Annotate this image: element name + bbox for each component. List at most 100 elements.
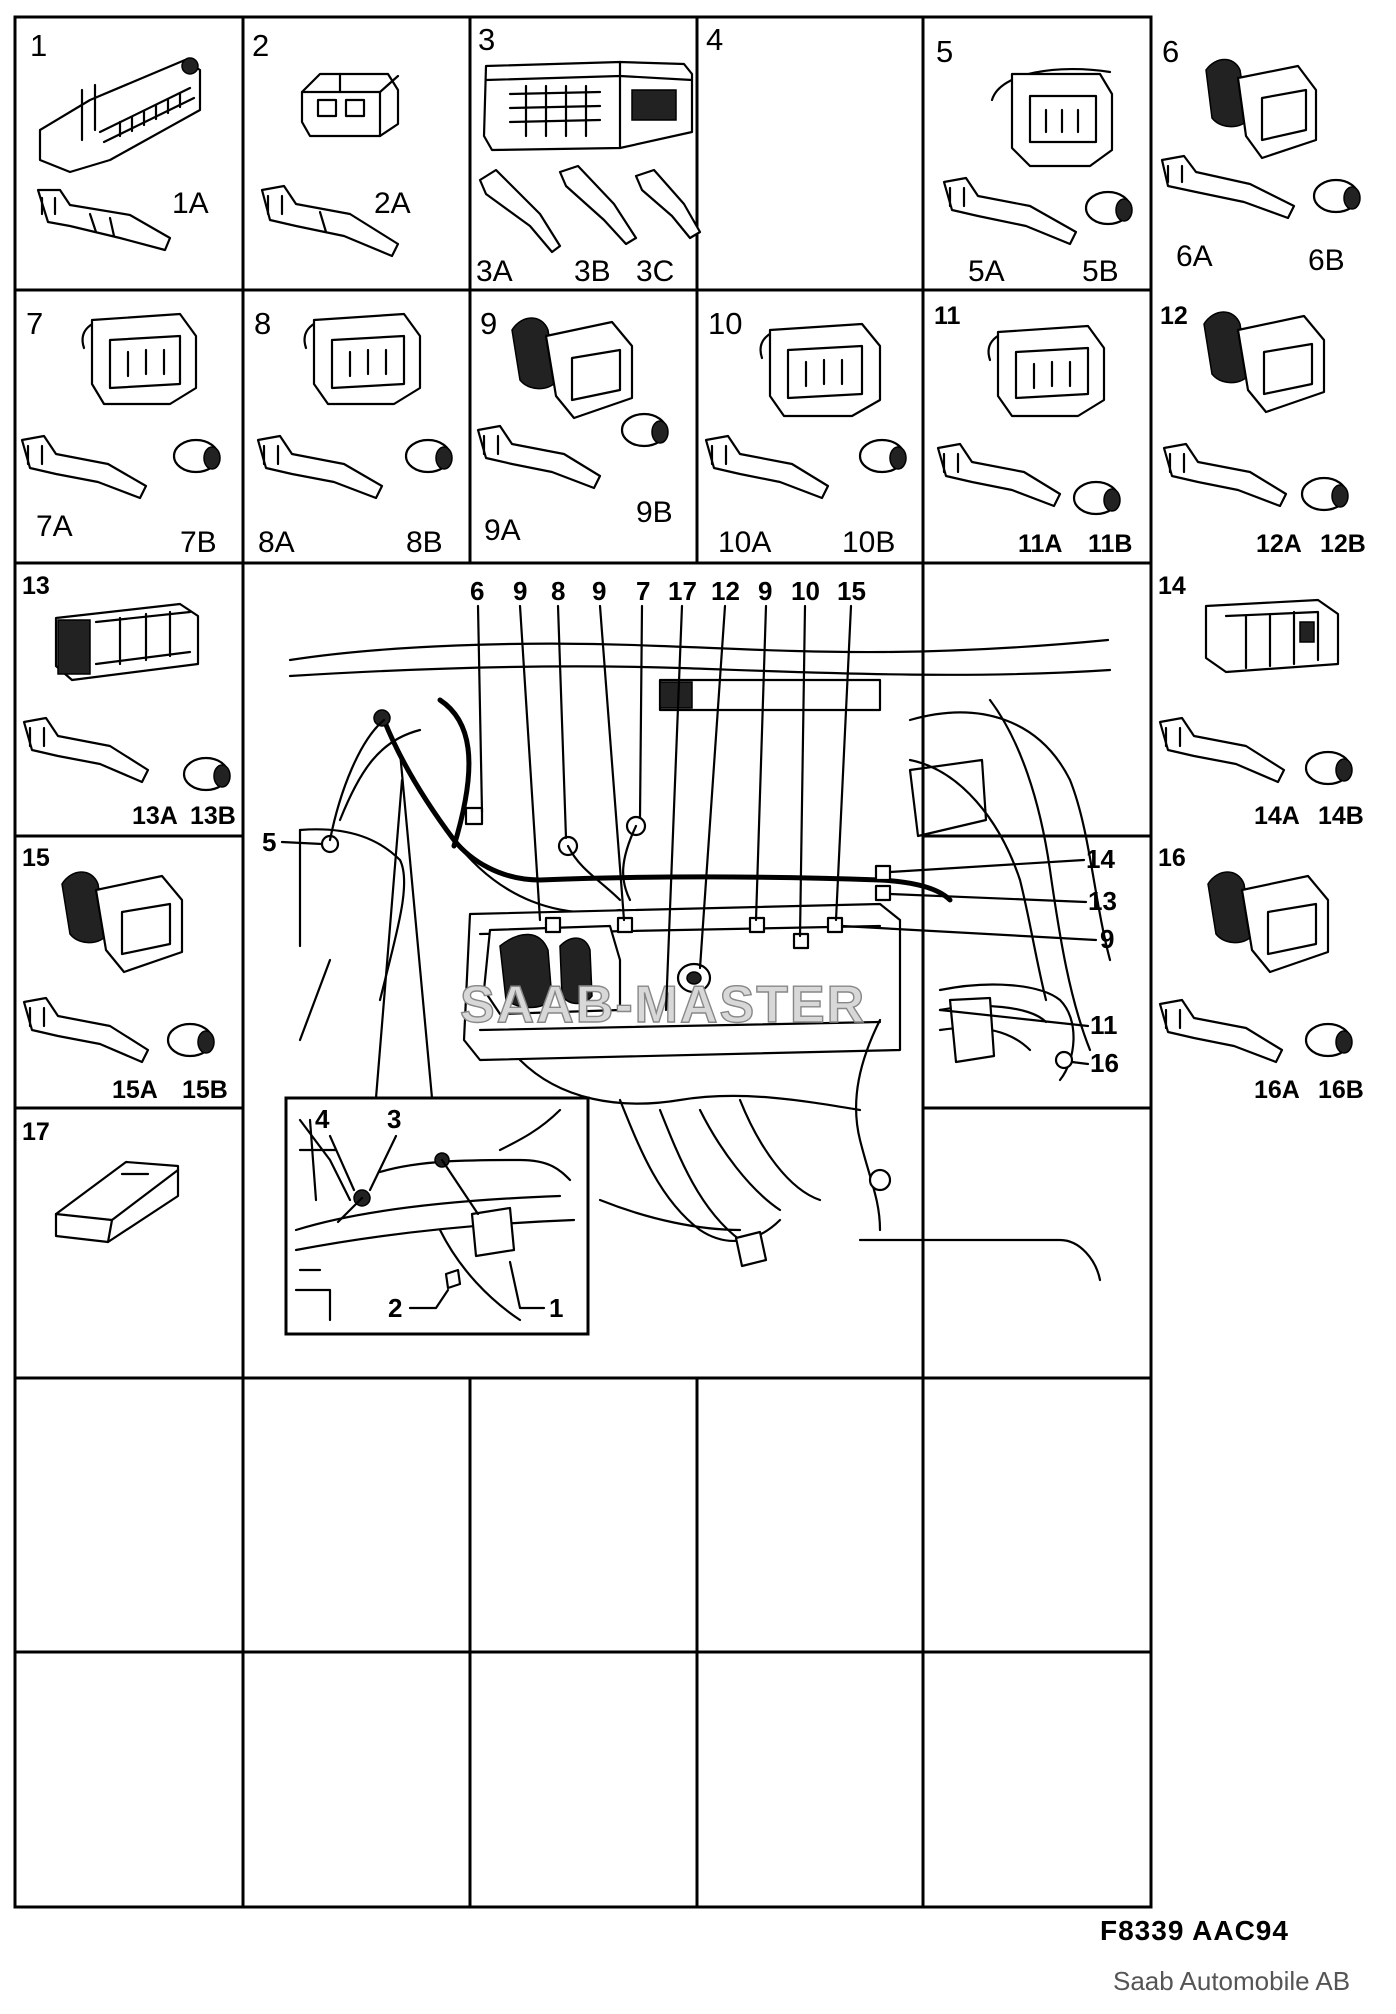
cell-3: 3 3A 3B 3C (476, 22, 702, 288)
terminals-3abc-icon (478, 164, 702, 254)
rectangular-connector-icon (54, 602, 200, 682)
blade-fuse-icon (54, 1160, 180, 1244)
cell-14: 14 14A 14B (1158, 572, 1364, 830)
cell-14-sub-14a: 14A (1254, 802, 1300, 830)
small-connector-icon (300, 72, 400, 138)
cell-13-sub-13b: 13B (190, 802, 236, 830)
cell-5: 5 5A 5B (936, 34, 1133, 288)
callout-top-9b: 9 (592, 576, 606, 606)
cell-6-number: 6 (1162, 34, 1179, 69)
top-callouts: 6 9 8 9 7 17 12 9 10 15 (470, 576, 866, 1012)
cell-13: 13 13A 13B (22, 572, 236, 830)
terminal-13a-icon (22, 716, 150, 784)
sealed-plug-icon (511, 317, 634, 420)
cell-5-sub-5a: 5A (968, 255, 1005, 288)
terminal-7a-icon (20, 434, 148, 500)
rectangular-connector-icon (1204, 598, 1340, 674)
callout-top-9a: 9 (513, 576, 527, 606)
seal-12b-icon (1300, 476, 1349, 512)
cell-10: 10 10A 10B (704, 306, 907, 559)
cell-16: 16 16A 16B (1158, 844, 1364, 1104)
cell-6-sub-6b: 6B (1308, 244, 1345, 277)
cell-15-sub-15b: 15B (182, 1076, 228, 1104)
terminal-9a-icon (476, 424, 602, 490)
cell-11: 11 11A 11B (934, 302, 1132, 558)
terminal-8a-icon (256, 434, 384, 500)
cell-16-sub-16b: 16B (1318, 1076, 1364, 1104)
seal-14b-icon (1304, 750, 1353, 786)
seal-11b-icon (1072, 480, 1121, 516)
cell-8-sub-8b: 8B (406, 526, 443, 559)
seal-13b-icon (182, 756, 231, 792)
terminal-2a-icon (260, 184, 400, 258)
cell-9-sub-9a: 9A (484, 514, 521, 547)
callout-top-12: 12 (711, 576, 740, 606)
cell-2-number: 2 (252, 28, 269, 63)
engine-bay-illustration: 4 3 2 1 SAAB-MASTER 6 9 8 9 7 17 12 9 10… (262, 576, 1119, 1336)
callout-right-11: 11 (1090, 1010, 1118, 1040)
multipin-plug-icon (759, 322, 882, 418)
cell-15-number: 15 (22, 844, 50, 872)
cell-13-number: 13 (22, 572, 50, 600)
fuse-block-connector-icon (482, 60, 694, 152)
publisher-credit: Saab Automobile AB (1113, 1966, 1351, 1996)
cell-10-sub-10a: 10A (718, 526, 771, 559)
cell-7-sub-7b: 7B (180, 526, 217, 559)
cell-3-sub-3a: 3A (476, 255, 513, 288)
terminal-6a-icon (1160, 154, 1296, 220)
cell-7-number: 7 (26, 306, 43, 341)
callout-top-17: 17 (668, 576, 697, 606)
cell-11-number: 11 (934, 302, 961, 330)
cell-17: 17 (22, 1118, 180, 1244)
cell-5-sub-5b: 5B (1082, 255, 1119, 288)
multipin-plug-icon (987, 324, 1106, 418)
seal-9b-icon (620, 412, 669, 448)
cell-1-sub-1a: 1A (172, 187, 209, 220)
multipin-plug-icon (81, 312, 198, 406)
seal-6b-icon (1312, 178, 1361, 214)
inset-callout-2: 2 (388, 1293, 402, 1323)
callout-right-16: 16 (1090, 1048, 1119, 1078)
sealed-plug-icon (61, 871, 184, 974)
cell-2-sub-2a: 2A (374, 187, 411, 220)
cell-11-sub-11b: 11B (1088, 530, 1132, 558)
callout-right-9: 9 (1100, 924, 1114, 954)
seal-5b-icon (1084, 190, 1133, 226)
cell-2: 2 2A (252, 28, 411, 258)
cell-12: 12 12A 12B (1160, 302, 1366, 558)
terminal-11a-icon (936, 442, 1062, 508)
multipin-plug-icon (303, 312, 422, 406)
cell-10-number: 10 (708, 306, 742, 341)
seal-10b-icon (858, 438, 907, 474)
callout-top-6: 6 (470, 576, 484, 606)
cell-12-sub-12b: 12B (1320, 530, 1366, 558)
watermark: SAAB-MASTER (460, 976, 866, 1034)
cell-4: 4 (706, 22, 723, 57)
cell-8-number: 8 (254, 306, 271, 341)
terminal-5a-icon (942, 176, 1078, 246)
callout-top-10: 10 (791, 576, 820, 606)
cell-6-sub-6a: 6A (1176, 240, 1213, 273)
cell-7: 7 7A 7B (20, 306, 221, 559)
terminal-12a-icon (1162, 442, 1288, 508)
terminal-1a-icon (36, 188, 172, 252)
sealed-plug-icon (1203, 311, 1326, 414)
ecu-multipin-connector-icon (38, 57, 202, 174)
callout-left-5: 5 (262, 827, 276, 857)
callout-right-13: 13 (1088, 886, 1117, 916)
cell-3-sub-3b: 3B (574, 255, 611, 288)
seal-7b-icon (172, 438, 221, 474)
callout-top-7: 7 (636, 576, 650, 606)
inset-callout-4: 4 (315, 1104, 330, 1134)
cell-16-number: 16 (1158, 844, 1186, 872)
figure-code: F8339 AAC94 (1100, 1915, 1289, 1946)
cell-13-sub-13a: 13A (132, 802, 178, 830)
cell-16-sub-16a: 16A (1254, 1076, 1300, 1104)
terminal-16a-icon (1158, 998, 1284, 1064)
cell-1: 1 1A (30, 28, 209, 252)
side-callouts: 5 14 13 9 11 16 (262, 827, 1119, 1078)
sealed-plug-icon (1207, 871, 1330, 974)
cell-14-number: 14 (1158, 572, 1186, 600)
cell-12-sub-12a: 12A (1256, 530, 1302, 558)
